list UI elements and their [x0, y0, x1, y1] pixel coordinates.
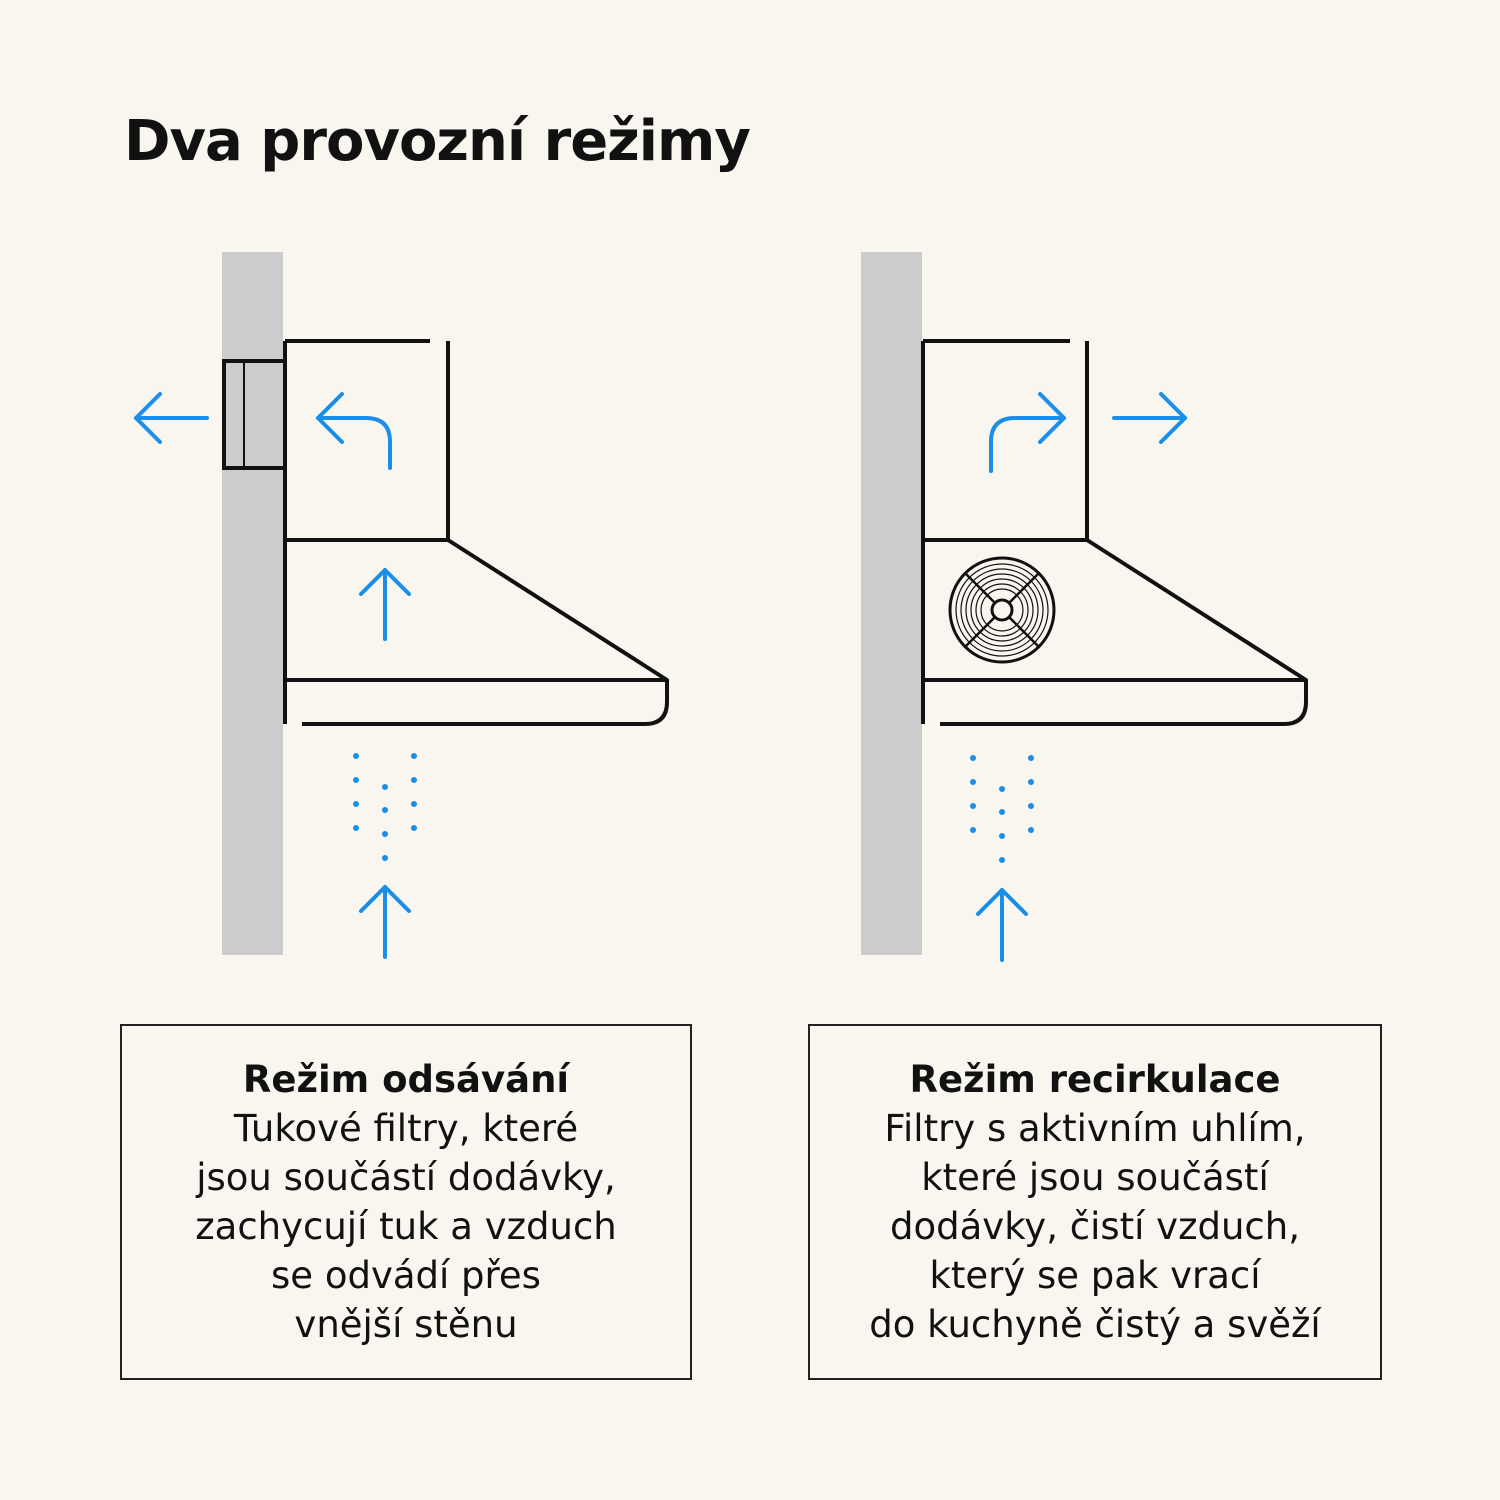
airflow-right — [976, 392, 1187, 962]
fan-icon — [948, 556, 1056, 664]
wall-right — [861, 252, 922, 955]
arrow-up-hood-icon — [359, 568, 411, 641]
recirculation-description-line: které jsou součástí — [921, 1156, 1269, 1199]
arrow-left-exit-icon — [134, 392, 209, 444]
curved-arrow-up-right-icon — [989, 392, 1066, 473]
wall-duct — [222, 359, 284, 470]
extraction-description-line: Tukové filtry, které — [233, 1107, 579, 1150]
steam-dots-left — [353, 753, 417, 861]
extraction-mode-caption: Režim odsávání Tukové filtry, které jsou… — [120, 1024, 692, 1380]
airflow-left — [134, 392, 411, 959]
range-hood-left — [283, 339, 669, 726]
recirculation-description-line: do kuchyně čistý a svěží — [869, 1303, 1321, 1346]
extraction-mode-title: Režim odsávání — [242, 1058, 570, 1101]
recirculation-description-line: Filtry s aktivním uhlím, — [884, 1107, 1306, 1150]
page-title: Dva provozní režimy — [124, 109, 751, 174]
extraction-description-line: zachycují tuk a vzduch — [195, 1205, 617, 1248]
recirculation-description-line: dodávky, čistí vzduch, — [890, 1205, 1300, 1248]
arrow-right-exit-icon — [1112, 392, 1187, 444]
wall-left — [222, 252, 283, 955]
recirculation-description-line: který se pak vrací — [929, 1254, 1261, 1297]
extraction-diagram — [134, 252, 669, 959]
hood-diagrams — [134, 252, 1308, 962]
range-hood-right — [921, 339, 1308, 726]
extraction-description-line: jsou součástí dodávky, — [196, 1156, 616, 1199]
arrow-up-floor-icon — [359, 885, 411, 959]
curved-arrow-up-left-icon — [316, 392, 392, 470]
recirculation-mode-title: Režim recirkulace — [909, 1058, 1281, 1101]
arrow-up-floor-right-icon — [976, 888, 1028, 962]
steam-dots-right — [970, 755, 1034, 863]
extraction-description-line: se odvádí přes — [271, 1254, 541, 1297]
extraction-description-line: vnější stěnu — [294, 1303, 518, 1346]
recirculation-mode-caption: Režim recirkulace Filtry s aktivním uhlí… — [808, 1024, 1382, 1380]
recirculation-diagram — [861, 252, 1308, 962]
